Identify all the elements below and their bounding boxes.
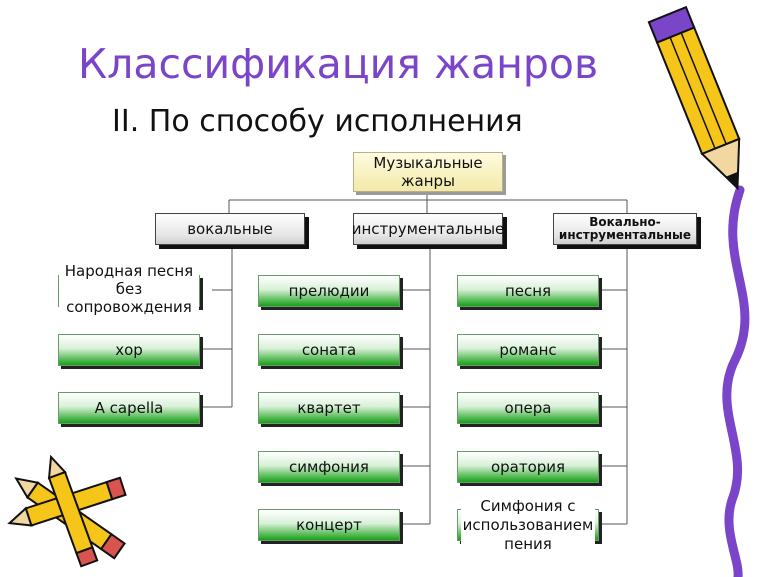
leaf-symphony: симфония xyxy=(258,451,400,483)
leaf-choral-symphony-line-1: Симфония с xyxy=(480,496,576,515)
leaf-romance: романс xyxy=(457,334,599,366)
leaf-sonata: соната xyxy=(258,334,400,366)
leaf-preludes-label: прелюдии xyxy=(288,282,370,300)
category-instrumental-label: инструментальные xyxy=(351,220,505,238)
category-instrumental: инструментальные xyxy=(351,213,505,245)
pencils-icon xyxy=(7,455,127,568)
leaf-romance-label: романс xyxy=(499,341,557,359)
root-line-2: жанры xyxy=(401,172,455,190)
leaf-folk-line-2: без сопровождения xyxy=(66,280,192,316)
leaf-song-label: песня xyxy=(504,282,552,300)
leaf-quartet: квартет xyxy=(258,392,400,424)
leaf-song: песня xyxy=(457,275,599,307)
root-line-1: Музыкальные xyxy=(373,154,483,172)
leaf-opera: опера xyxy=(457,392,599,424)
category-vocal-label: вокальные xyxy=(187,220,273,238)
root-node: Музыкальные жанры xyxy=(353,152,503,192)
category-vi-line-1: Вокально- xyxy=(589,215,661,229)
leaf-concerto: концерт xyxy=(258,509,400,541)
pencil-icon xyxy=(647,5,750,577)
category-vi-line-2: инструментальные xyxy=(558,228,692,242)
leaf-folk-line-1: Народная песня xyxy=(64,262,194,280)
category-vocal: вокальные xyxy=(155,213,305,245)
leaf-choir: хор xyxy=(58,334,200,366)
leaf-choral-symphony-line-3: пения xyxy=(504,534,552,553)
page-subtitle: II. По способу исполнения xyxy=(112,104,523,139)
category-vocal-instrumental: Вокально- инструментальные xyxy=(553,213,697,245)
leaf-sonata-label: соната xyxy=(301,341,357,359)
leaf-preludes: прелюдии xyxy=(258,275,400,307)
leaf-concerto-label: концерт xyxy=(296,516,362,534)
leaf-quartet-label: квартет xyxy=(297,399,361,417)
leaf-symphony-label: симфония xyxy=(289,458,369,476)
leaf-acapella-label: A capella xyxy=(94,399,164,417)
leaf-choir-label: хор xyxy=(115,341,143,359)
leaf-opera-label: опера xyxy=(504,399,552,417)
leaf-oratorio: оратория xyxy=(457,451,599,483)
leaf-choral-symphony-line-2: использованием xyxy=(462,515,594,534)
leaf-oratorio-label: оратория xyxy=(490,458,566,476)
leaf-choral-symphony: Симфония с использованием пения xyxy=(457,496,599,554)
leaf-folk-song: Народная песня без сопровождения xyxy=(58,262,200,316)
leaf-acapella: A capella xyxy=(58,392,200,424)
page-title: Классификация жанров xyxy=(78,40,599,88)
